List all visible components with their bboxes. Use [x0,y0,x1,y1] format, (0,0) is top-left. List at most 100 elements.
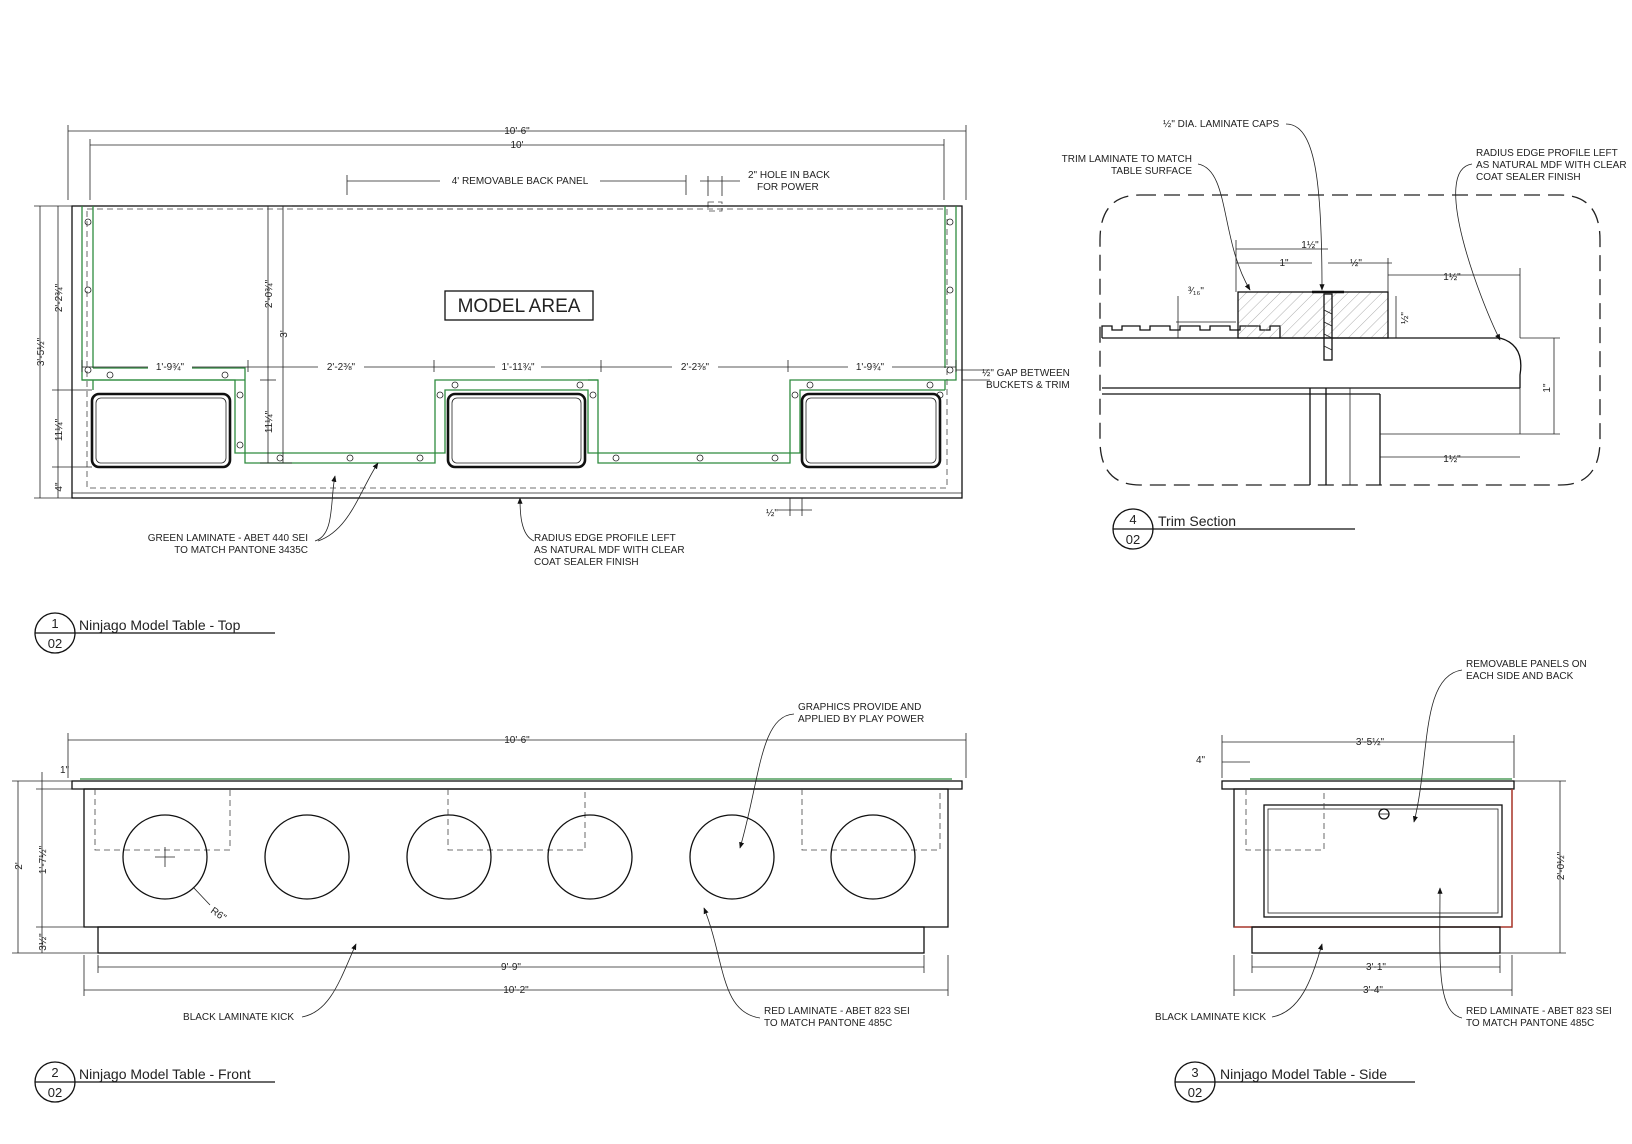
view-1-sheet: 02 [48,636,62,651]
front-graphic-6 [830,814,916,900]
note-trim-radius-3: COAT SEALER FINISH [1476,172,1581,183]
front-graphic-4 [547,814,633,900]
note-panels-2: EACH SIDE AND BACK [1466,671,1574,682]
dim-w-1-5c: 1½" [1443,454,1461,465]
front-view: 10'-6" R6" 9'-9" 10'-2" [12,702,967,1103]
note-front-kick: BLACK LAMINATE KICK [183,1012,294,1023]
view-4-sheet: 02 [1126,532,1140,547]
note-graphics-1: GRAPHICS PROVIDE AND [798,702,921,713]
view-1-number: 1 [51,616,58,631]
dim-seg4: 2'-2⅜" [681,362,710,373]
side-kick [1251,926,1501,954]
note-hole-1: 2" HOLE IN BACK [748,170,830,181]
front-top [71,780,963,790]
note-graphics-2: APPLIED BY PLAY POWER [798,714,924,725]
dim-h-base: 4" [54,482,65,492]
dim-front-kick-w: 9'-9" [501,962,521,973]
dim-side-base-w: 3'-4" [1363,985,1383,996]
dim-front-base-w: 10'-2" [503,985,529,996]
front-graphic-1 [122,814,208,900]
view-1-title: Ninjago Model Table - Top [79,617,241,633]
note-gap-2: BUCKETS & TRIM [986,380,1070,391]
dim-front-overall: 10'-6" [504,735,530,746]
dim-seg5: 1'-9¾" [856,362,885,373]
note-radius-2: AS NATURAL MDF WITH CLEAR [534,545,685,556]
note-green-1: GREEN LAMINATE - ABET 440 SEI [148,533,308,544]
dim-v-1: 1" [1542,383,1553,393]
view-3-title: Ninjago Model Table - Side [1220,1066,1387,1082]
dim-overall: 10'-6" [504,126,530,137]
front-graphic-2 [264,814,350,900]
note-trim-radius-1: RADIUS EDGE PROFILE LEFT [1476,148,1618,159]
dim-front-top-t: 1" [60,765,70,776]
note-radius-3: COAT SEALER FINISH [534,557,639,568]
note-gap-1: ½" GAP BETWEEN [982,368,1070,379]
dim-v-half: ½" [1400,312,1411,324]
model-area-box [444,290,594,321]
side-view: 3'-5½" 4" 3'-1" 3'-4" 2'-0½" REMOVABLE P… [1155,659,1612,1103]
top-view: 10'-6" 10' 4' REMOVABLE BACK PANEL 2" HO… [34,125,1070,654]
dim-half: ½" [766,508,778,519]
dim-w-1-5a: 1½" [1301,240,1319,251]
dim-w-1: 1" [1279,258,1289,269]
view-2-number: 2 [51,1065,58,1080]
green-trim [81,206,957,464]
note-trim-radius-2: AS NATURAL MDF WITH CLEAR [1476,160,1627,171]
note-side-kick: BLACK LAMINATE KICK [1155,1012,1266,1023]
note-green-2: TO MATCH PANTONE 3435C [174,545,308,556]
trim-section-view: 1½" 1" ½" 1½" ³⁄₁₆" ½" 1" 1½" ½" DIA. LA… [1062,119,1627,550]
dim-depth-3: 3' [279,330,290,338]
view-3-sheet: 02 [1188,1085,1202,1100]
note-panels-1: REMOVABLE PANELS ON [1466,659,1587,670]
dim-bucket-rise: 11¼" [263,410,275,433]
side-top [1221,780,1515,790]
note-side-red-1: RED LAMINATE - ABET 823 SEI [1466,1006,1612,1017]
note-trim-1: TRIM LAMINATE TO MATCH [1062,154,1192,165]
model-area-label: MODEL AREA [458,296,581,317]
dim-radius: R6" [208,905,228,924]
note-hole-2: FOR POWER [757,182,819,193]
dim-side-height: 2'-0½" [1556,851,1567,880]
dim-inner: 10' [510,140,523,151]
dim-front-height: 2' [14,862,25,870]
front-graphic-3 [406,814,492,900]
front-graphic-5 [689,814,775,900]
bucket-1 [90,392,232,469]
dim-h-bucket: 11¼" [53,418,65,441]
dim-w-half: ½" [1350,258,1362,269]
bucket-3 [800,392,942,469]
dim-side-overall: 3'-5½" [1356,737,1385,748]
dim-seg2: 2'-2⅜" [327,362,356,373]
view-4-number: 4 [1129,512,1136,527]
dim-seg1: 1'-9¾" [156,362,185,373]
dim-h-upper: 2'-2¾" [54,283,65,312]
note-radius-1: RADIUS EDGE PROFILE LEFT [534,533,676,544]
bucket-2 [446,392,587,469]
side-body [1233,788,1513,928]
dim-h-total: 3'-5½" [36,337,47,366]
view-4-title: Trim Section [1158,513,1236,529]
dim-depth-center: 2'-0¾" [264,279,275,308]
view-3-number: 3 [1191,1065,1198,1080]
front-kick [97,926,925,954]
screw-caps [84,218,954,462]
view-2-title: Ninjago Model Table - Front [79,1066,251,1082]
note-front-red-1: RED LAMINATE - ABET 823 SEI [764,1006,910,1017]
detail-boundary [1099,194,1601,486]
dim-w-1-5b: 1½" [1443,272,1461,283]
note-caps: ½" DIA. LAMINATE CAPS [1163,119,1280,130]
table-top-outline [71,205,963,499]
dim-front-kick-h: 3½" [38,933,49,951]
trim-block [1237,291,1389,339]
view-2-sheet: 02 [48,1085,62,1100]
dim-t-3-16: ³⁄₁₆" [1188,286,1204,297]
note-trim-2: TABLE SURFACE [1111,166,1192,177]
dim-side-ledge: 4" [1196,755,1206,766]
side-removable-panel [1263,804,1503,918]
dim-front-body-h: 1'-7½" [38,845,49,874]
dim-seg3: 1'-11¾" [501,362,535,373]
note-back-panel: 4' REMOVABLE BACK PANEL [452,176,589,187]
note-front-red-2: TO MATCH PANTONE 485C [764,1018,892,1029]
note-side-red-2: TO MATCH PANTONE 485C [1466,1018,1594,1029]
